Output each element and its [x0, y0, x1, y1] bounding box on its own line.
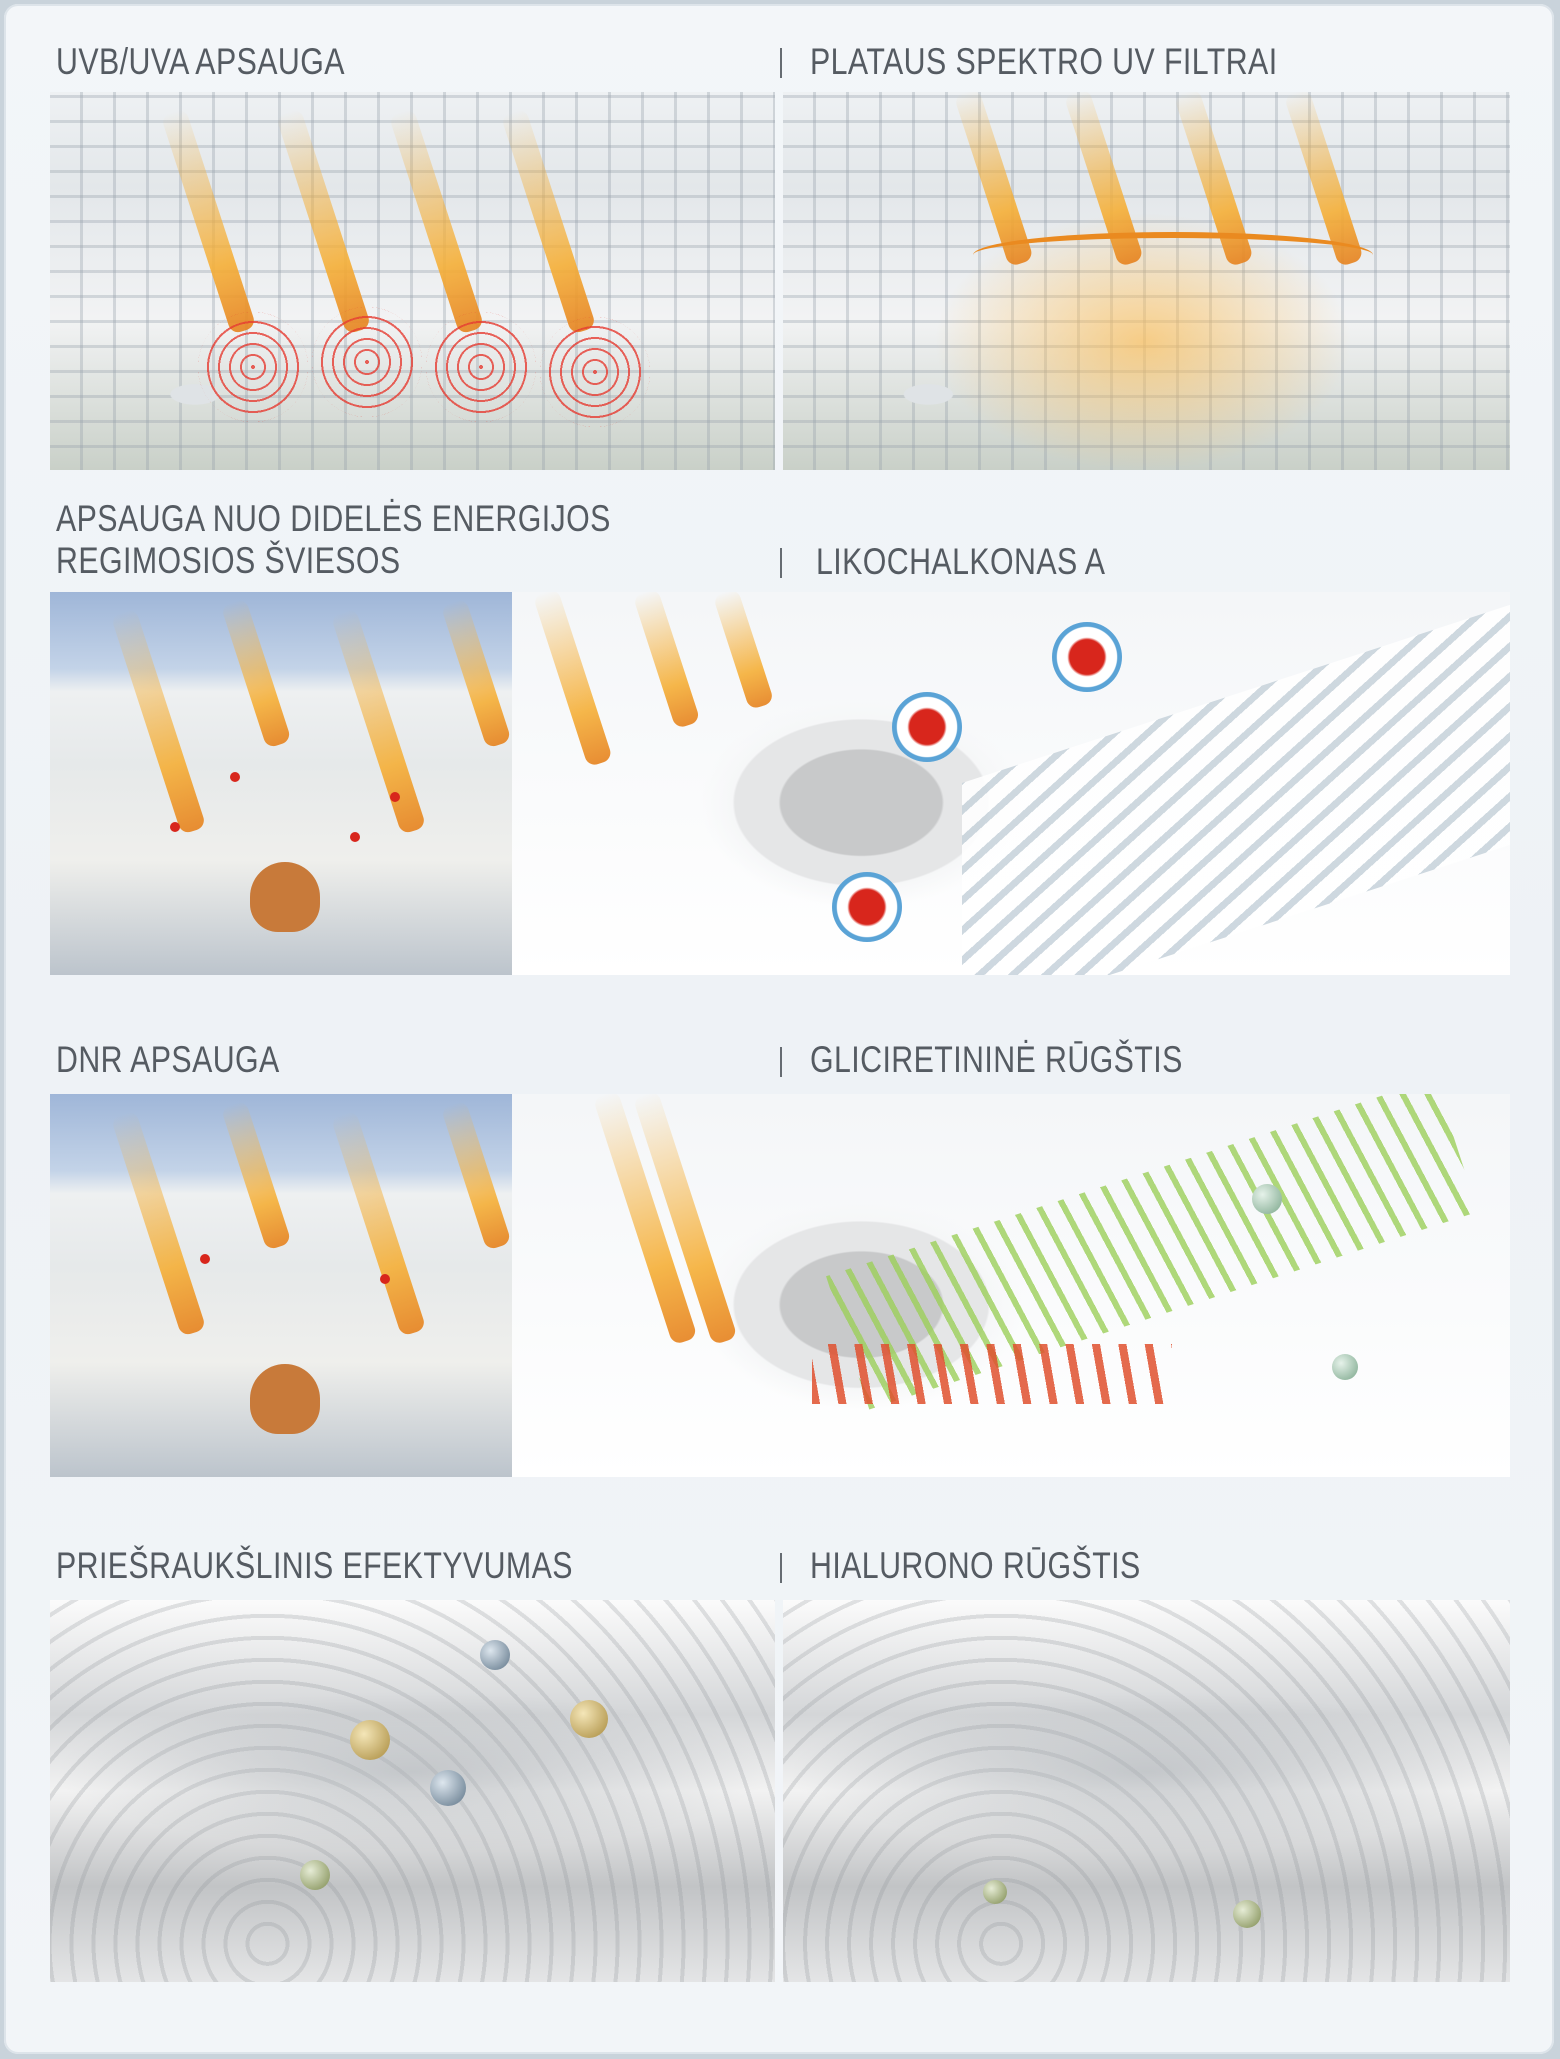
- licochalcone-cell-illustration: [512, 592, 1510, 975]
- free-radical: [230, 772, 240, 782]
- active-particle: [300, 1860, 330, 1890]
- antioxidant-radical: [1052, 622, 1122, 692]
- broad-spectrum-illustration: [783, 92, 1510, 470]
- damage-ring: [540, 317, 650, 427]
- hev-skin-illustration: [50, 592, 512, 975]
- filter-shield: [973, 232, 1373, 278]
- section-title-licochalcone: LIKOCHALKONAS A: [816, 541, 1106, 582]
- uv-ray: [388, 107, 485, 335]
- glycyrrhetinic-dna-illustration: [512, 1094, 1510, 1477]
- melanocyte: [250, 1364, 320, 1434]
- uvb-uva-illustration: [50, 92, 775, 470]
- cell-membrane: [962, 601, 1510, 975]
- antioxidant-radical: [892, 692, 962, 762]
- hyaluronic-acid-illustration: [783, 1600, 1510, 1982]
- free-radical: [380, 1274, 390, 1284]
- free-radical: [200, 1254, 210, 1264]
- melanocyte: [250, 862, 320, 932]
- light-ray: [110, 607, 207, 835]
- active-particle: [570, 1700, 608, 1738]
- dna-skin-illustration: [50, 1094, 512, 1477]
- section-title-hev-light-line1: APSAUGA NUO DIDELĖS ENERGIJOS: [56, 498, 611, 539]
- title-divider: [780, 1047, 782, 1077]
- light-ray: [220, 1099, 292, 1251]
- title-divider: [780, 548, 782, 578]
- section-title-uvb-uva: UVB/UVA APSAUGA: [56, 41, 345, 82]
- antioxidant-radical: [832, 872, 902, 942]
- damage-ring: [312, 307, 422, 417]
- dna-helix-damaged: [812, 1344, 1172, 1404]
- active-molecule: [1332, 1354, 1358, 1380]
- free-radical: [170, 822, 180, 832]
- light-ray: [220, 597, 292, 749]
- uv-ray: [500, 107, 597, 335]
- section-title-hyaluronic-acid: HIALURONO RŪGŠTIS: [810, 1545, 1141, 1586]
- light-ray: [440, 597, 512, 749]
- section-title-broad-spectrum: PLATAUS SPEKTRO UV FILTRAI: [810, 41, 1278, 82]
- light-ray: [330, 607, 427, 835]
- section-title-anti-wrinkle: PRIEŠRAUKŠLINIS EFEKTYVUMAS: [56, 1545, 573, 1586]
- active-particle: [430, 1770, 466, 1806]
- active-particle: [350, 1720, 390, 1760]
- light-ray: [532, 592, 613, 768]
- anti-wrinkle-illustration: [50, 1600, 775, 1982]
- uv-ray: [160, 107, 257, 335]
- light-ray: [330, 1109, 427, 1337]
- active-molecule: [1252, 1184, 1282, 1214]
- uv-ray: [275, 107, 372, 335]
- damage-ring: [198, 312, 308, 422]
- light-ray: [440, 1099, 512, 1251]
- damage-ring: [426, 312, 536, 422]
- section-title-glycyrrhetinic-acid: GLICIRETININĖ RŪGŠTIS: [810, 1039, 1183, 1080]
- free-radical: [390, 792, 400, 802]
- light-ray: [632, 592, 701, 730]
- light-ray: [712, 592, 775, 711]
- light-ray: [110, 1109, 207, 1337]
- section-title-dna-protection: DNR APSAUGA: [56, 1039, 280, 1080]
- active-particle: [1233, 1900, 1261, 1928]
- infographic-frame: UVB/UVA APSAUGA PLATAUS SPEKTRO UV FILTR…: [4, 4, 1554, 2054]
- title-divider: [780, 48, 782, 78]
- active-particle: [983, 1880, 1007, 1904]
- free-radical: [350, 832, 360, 842]
- section-title-hev-light-line2: REGIMOSIOS ŠVIESOS: [56, 540, 401, 581]
- title-divider: [780, 1553, 782, 1583]
- active-particle: [480, 1640, 510, 1670]
